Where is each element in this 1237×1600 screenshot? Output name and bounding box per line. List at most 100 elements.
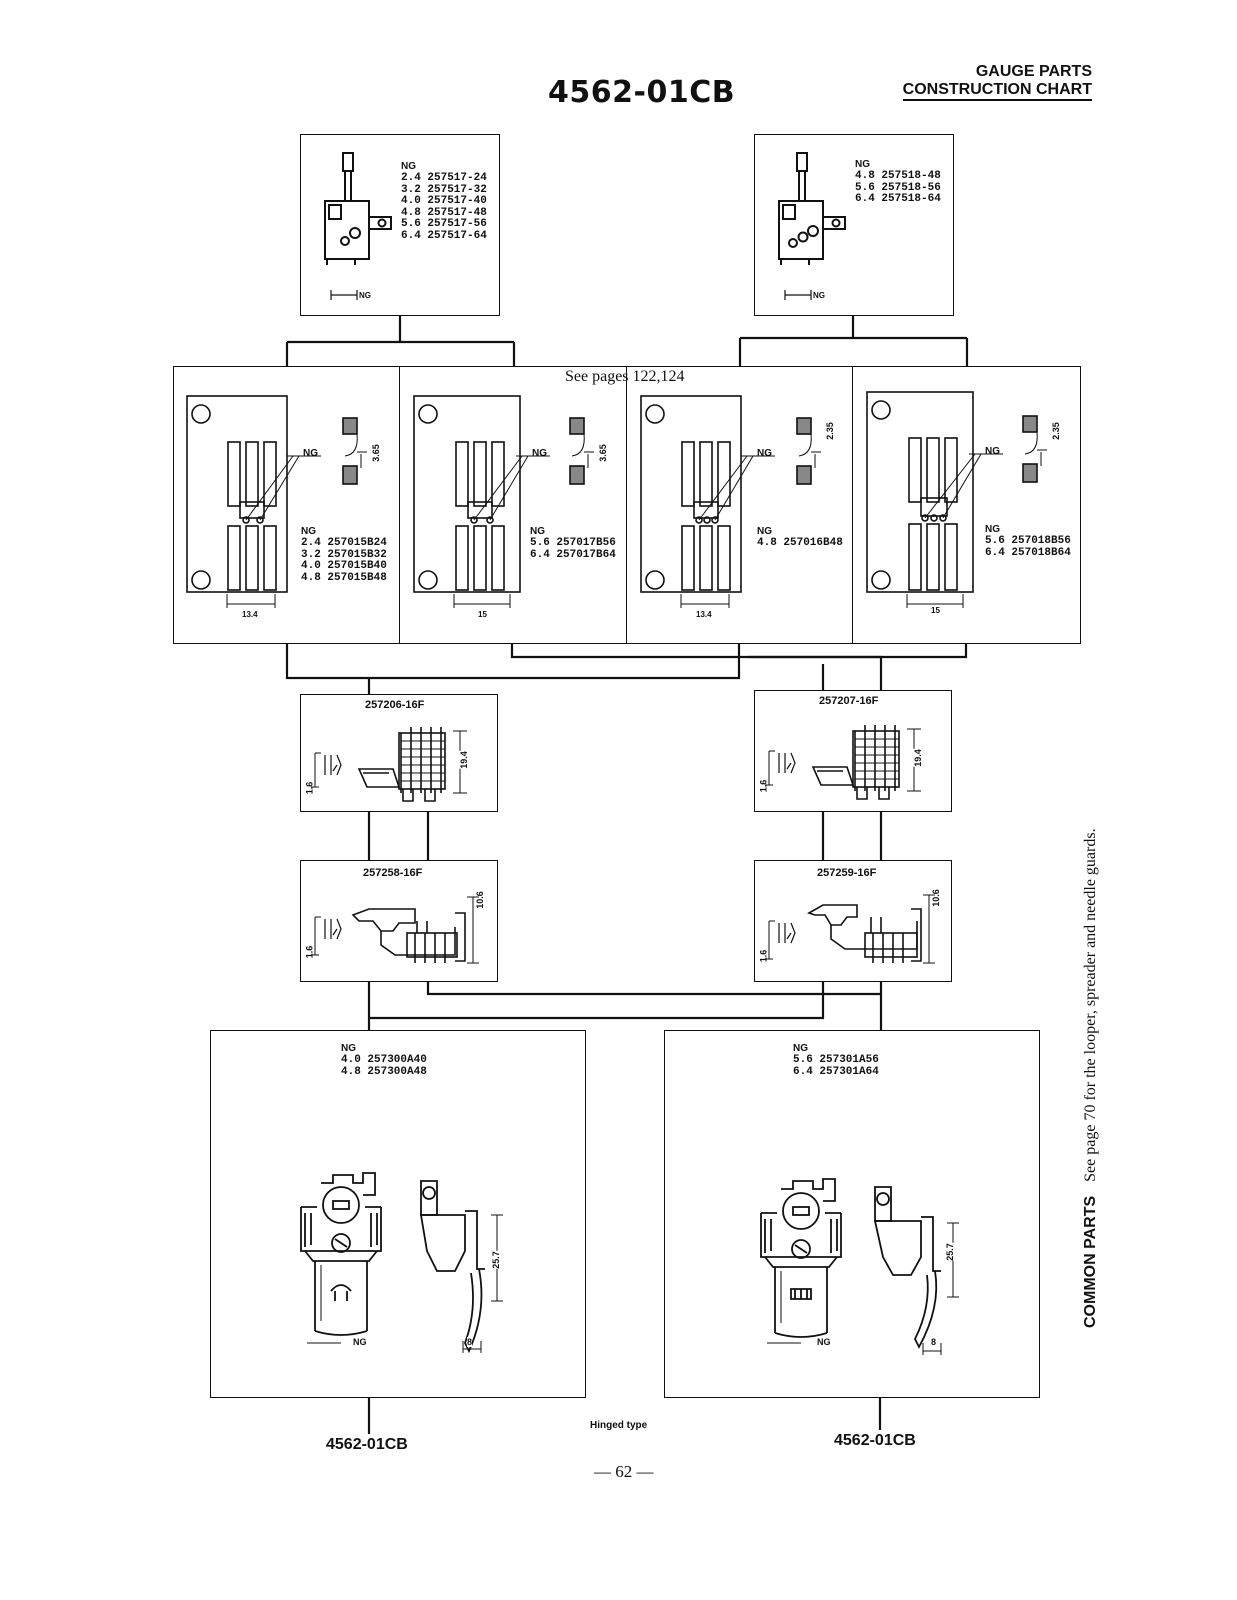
clamp-ng-label: NG xyxy=(855,159,870,170)
model-label-left: 4562-01CB xyxy=(326,1436,408,1453)
plate-ng-label: NG xyxy=(757,526,772,537)
plate-height-dim: 3.65 xyxy=(597,444,608,462)
clamp-dim-label: NG xyxy=(359,291,371,300)
diff-feed-dog-part-number: 257259-16F xyxy=(817,867,877,879)
plate-height-dim: 2.35 xyxy=(1050,422,1061,440)
header-line-2: CONSTRUCTION CHART xyxy=(902,81,1092,101)
side-note: COMMON PARTS See page 70 for the looper, … xyxy=(1062,728,1102,1328)
page-number: — 62 — xyxy=(594,1462,654,1481)
feed-dog-drawing xyxy=(765,725,921,800)
clamp-dim-label: NG xyxy=(813,291,825,300)
feed-dog-drawing xyxy=(311,727,467,802)
needle-clamp-drawing xyxy=(324,152,392,265)
presser-ng-label: NG xyxy=(341,1043,356,1054)
clamp-part-list: 4.8 257518-48 5.6 257518-56 6.4 257518-6… xyxy=(855,170,941,206)
presser-foot-box-1: NG 4.0 257300A40 4.8 257300A48 NG 25.7 8 xyxy=(210,1030,586,1398)
presser-length-dim: 25.7 xyxy=(944,1243,955,1261)
needle-clamp-box-1: NG 2.4 257517-24 3.2 257517-32 4.0 25751… xyxy=(300,134,500,316)
presser-part-line: 5.6 257301A56 xyxy=(793,1054,879,1066)
needle-plate-drawing xyxy=(866,391,1047,608)
clamp-part-line: 4.0 257517-40 xyxy=(401,195,487,207)
needle-plate-drawing xyxy=(413,395,594,608)
plate-part-list: 4.8 257016B48 xyxy=(757,537,843,550)
presser-part-line: 6.4 257301A64 xyxy=(793,1065,879,1078)
clamp-part-line: 6.4 257517-64 xyxy=(401,229,487,242)
clamp-part-line: 2.4 257517-24 xyxy=(401,172,487,184)
plate-part-line: 6.4 257017B64 xyxy=(530,548,616,561)
hinged-type-label: Hinged type xyxy=(590,1420,648,1431)
diff-feed-dog-drawing xyxy=(765,894,935,964)
clamp-part-line: 4.8 257517-48 xyxy=(401,206,487,219)
plate-ng-label: NG xyxy=(985,524,1000,535)
needle-clamp-drawing xyxy=(778,152,846,265)
needle-clamp-box-2: NG 4.8 257518-48 5.6 257518-56 6.4 25751… xyxy=(754,134,954,316)
plate-height-dim: 3.65 xyxy=(370,444,381,462)
presser-part-list: 5.6 257301A56 6.4 257301A64 xyxy=(793,1054,879,1078)
chart-header: GAUGE PARTS CONSTRUCTION CHART xyxy=(860,63,1092,101)
plate-part-list: 5.6 257017B56 6.4 257017B64 xyxy=(530,537,616,561)
plate-part-line: 6.4 257018B64 xyxy=(985,546,1071,559)
needle-plate-drawing xyxy=(186,395,367,608)
feed-dog-height-1: 1.6 xyxy=(758,779,769,793)
common-parts-heading: COMMON PARTS xyxy=(1082,1195,1099,1328)
diff-feed-dog-height-1: 1.6 xyxy=(304,945,315,959)
header-line-1: GAUGE PARTS xyxy=(975,63,1092,80)
plate-ng-callout: NG xyxy=(985,446,1000,457)
plate-part-list: 5.6 257018B56 6.4 257018B64 xyxy=(985,535,1071,559)
clamp-part-line: 6.4 257518-64 xyxy=(855,193,941,205)
plate-width-dim: 13.4 xyxy=(696,610,712,619)
see-pages-note: See pages 122,124 xyxy=(562,368,688,386)
common-parts-note: See page 70 for the looper, spreader and… xyxy=(1082,828,1099,1182)
clamp-part-line: 5.6 257518-56 xyxy=(855,181,941,194)
plate-width-dim: 15 xyxy=(931,606,940,615)
plate-part-line: 5.6 257018B56 xyxy=(985,535,1071,547)
plate-ng-label: NG xyxy=(530,526,545,537)
clamp-part-list: 2.4 257517-24 3.2 257517-32 4.0 257517-4… xyxy=(401,172,487,242)
needle-plate-group xyxy=(173,366,1081,644)
presser-width-dim: 8 xyxy=(931,1337,937,1347)
presser-part-list: 4.0 257300A40 4.8 257300A48 xyxy=(341,1054,427,1078)
plate-part-line: 4.8 257015B48 xyxy=(301,571,387,584)
feed-dog-height-2: 19.4 xyxy=(458,751,469,769)
feed-dog-height-2: 19.4 xyxy=(912,749,923,767)
presser-ng-dim: NG xyxy=(817,1337,831,1347)
plate-part-list: 2.4 257015B24 3.2 257015B32 4.0 257015B4… xyxy=(301,537,387,584)
model-label-right: 4562-01CB xyxy=(834,1432,916,1449)
diff-feed-dog-height-2: 10.6 xyxy=(474,891,485,909)
presser-foot-drawing xyxy=(300,1172,503,1354)
feed-dog-height-1: 1.6 xyxy=(304,781,315,795)
plate-part-line: 3.2 257015B32 xyxy=(301,548,387,561)
needle-plate-drawing xyxy=(640,395,821,608)
clamp-part-line: 3.2 257517-32 xyxy=(401,183,487,196)
feed-dog-part-number: 257206-16F xyxy=(365,699,425,711)
clamp-dim-line xyxy=(784,290,812,300)
diff-feed-dog-part-number: 257258-16F xyxy=(363,867,423,879)
plate-part-line: 5.6 257017B56 xyxy=(530,537,616,549)
presser-foot-drawing xyxy=(760,1178,959,1355)
plate-ng-callout: NG xyxy=(757,448,772,459)
feed-dog-part-number: 257207-16F xyxy=(819,695,879,707)
needle-plate-1: NG 3.65 NG 2.4 257015B24 3.2 257015B32 4… xyxy=(173,366,401,644)
plate-part-line: 4.0 257015B40 xyxy=(301,560,387,572)
plate-width-dim: 15 xyxy=(478,610,487,619)
presser-length-dim: 25.7 xyxy=(490,1251,501,1269)
plate-ng-callout: NG xyxy=(532,448,547,459)
presser-ng-label: NG xyxy=(793,1043,808,1054)
needle-plate-3: NG 2.35 NG 4.8 257016B48 13.4 xyxy=(626,366,854,644)
page-title: 4562-01CB xyxy=(548,75,736,110)
diff-feed-dog-drawing xyxy=(311,896,479,964)
clamp-ng-label: NG xyxy=(401,161,416,172)
presser-part-line: 4.8 257300A48 xyxy=(341,1065,427,1078)
clamp-part-line: 5.6 257517-56 xyxy=(401,218,487,230)
needle-plate-2: NG 3.65 NG 5.6 257017B56 6.4 257017B64 1… xyxy=(399,366,627,644)
main-feed-dog-box-2: 257207-16F 1.6 19.4 xyxy=(754,690,952,812)
presser-ng-dim: NG xyxy=(353,1337,367,1347)
plate-part-line: 4.8 257016B48 xyxy=(757,537,843,549)
diff-feed-dog-box-1: 257258-16F 1.6 10.6 xyxy=(300,860,498,982)
diff-feed-dog-box-2: 257259-16F 1.6 10.6 xyxy=(754,860,952,982)
plate-ng-label: NG xyxy=(301,526,316,537)
needle-plate-4: NG 2.35 NG 5.6 257018B56 6.4 257018B64 1… xyxy=(852,366,1081,644)
diff-feed-dog-height-1: 1.6 xyxy=(758,949,769,963)
plate-part-line: 2.4 257015B24 xyxy=(301,537,387,549)
diff-feed-dog-height-2: 10.6 xyxy=(930,889,941,907)
